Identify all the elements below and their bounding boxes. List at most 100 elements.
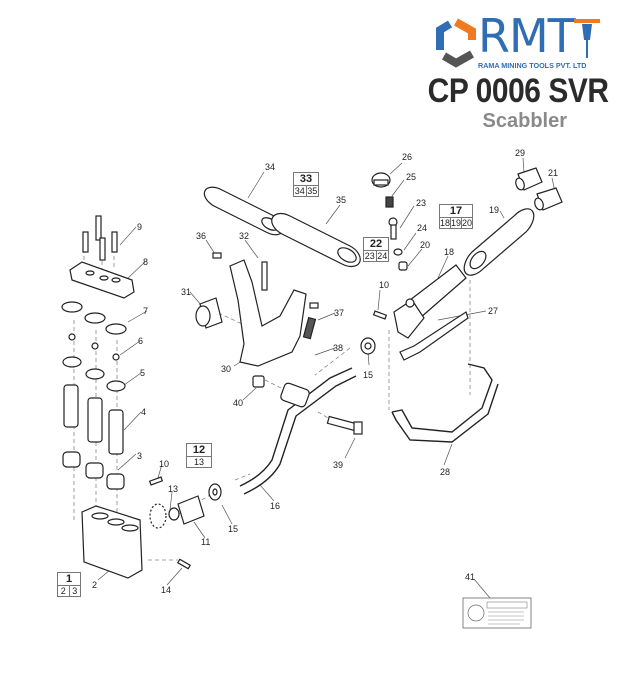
- callout-36: 36: [196, 231, 207, 241]
- callout-5: 5: [140, 368, 146, 378]
- kit-part: 3: [72, 586, 78, 596]
- callout-18: 18: [444, 247, 455, 257]
- kit-id: 17: [440, 205, 472, 218]
- leader-lines: [97, 157, 556, 599]
- washer-15-lower: [208, 483, 222, 501]
- pin-10-upper: [372, 310, 388, 320]
- jackhammer-icon: [574, 19, 600, 58]
- pin-10-lower: [148, 476, 164, 486]
- callout-7: 7: [143, 306, 149, 316]
- kit-id: 22: [364, 238, 388, 251]
- kit-box-12: 12 13: [186, 443, 212, 468]
- model-title: CP 0006 SVR: [428, 72, 609, 110]
- kit-id: 33: [294, 173, 318, 186]
- handle-18: [393, 264, 467, 339]
- callout-2: 2: [92, 580, 98, 590]
- callout-4: 4: [141, 407, 147, 417]
- callout-34: 34: [265, 162, 276, 172]
- callout-24: 24: [417, 223, 428, 233]
- screw-23: [388, 217, 398, 240]
- sleeve-19: [463, 208, 535, 276]
- washer-15-upper: [360, 337, 376, 355]
- plug-26: [371, 172, 391, 188]
- bushings-3: [62, 451, 125, 490]
- kit-part: 13: [193, 457, 204, 467]
- pipe-16: [239, 367, 357, 495]
- kit-part: 19: [451, 218, 463, 228]
- washer-24: [393, 248, 403, 256]
- kit-id: 1: [58, 573, 80, 586]
- orings-7: [61, 301, 127, 335]
- callout-6: 6: [138, 336, 144, 346]
- callout-27: 27: [488, 306, 499, 316]
- callout-25: 25: [406, 172, 417, 182]
- callout-15-upper: 15: [363, 370, 374, 380]
- bolt-39: [326, 415, 363, 435]
- bushing-20: [398, 261, 408, 271]
- balls-6: [68, 333, 120, 361]
- hexagon-logo-icon: [436, 18, 476, 68]
- label-plate-37: [302, 316, 317, 340]
- callout-13: 13: [168, 484, 179, 494]
- logo-text: RMT: [478, 9, 576, 63]
- callout-15-lower: 15: [228, 524, 239, 534]
- roller-31: [195, 297, 223, 329]
- screws-9: [82, 215, 118, 261]
- callout-11: 11: [201, 537, 211, 547]
- nut-21: [534, 187, 563, 211]
- callout-23: 23: [416, 198, 427, 208]
- clamp: [280, 382, 310, 408]
- cylinder-block-2: [81, 505, 143, 579]
- callout-19: 19: [489, 205, 500, 215]
- callout-26: 26: [402, 152, 413, 162]
- kit-part: 20: [462, 218, 473, 228]
- screw-37-bolt: [309, 302, 319, 309]
- washers-5: [62, 356, 126, 392]
- callout-41: 41: [465, 572, 476, 582]
- bracket-30: [229, 259, 307, 367]
- kit-part: 2: [58, 586, 70, 596]
- callout-20: 20: [420, 240, 431, 250]
- spring-25: [385, 196, 394, 208]
- callout-38: 38: [333, 343, 344, 353]
- callout-39: 39: [333, 460, 344, 470]
- bracket-28: [391, 363, 499, 443]
- callout-37: 37: [334, 308, 345, 318]
- dashed-assembly-lines: [73, 235, 471, 561]
- callout-30: 30: [221, 364, 232, 374]
- kit-part: 23: [364, 251, 377, 261]
- nut-29: [515, 167, 543, 191]
- lever-27: [399, 311, 469, 361]
- callout-16: 16: [270, 501, 281, 511]
- kit-part: 18: [440, 218, 452, 228]
- pistons-4: [63, 384, 124, 455]
- warning-label-41: [462, 597, 532, 629]
- grip-35: [271, 212, 361, 268]
- oring-13: [149, 503, 167, 529]
- bolt-32: [261, 261, 268, 291]
- kit-part: 24: [377, 251, 388, 261]
- grip-34: [203, 186, 285, 236]
- nut-40: [252, 375, 265, 388]
- kit-part: 34: [294, 186, 307, 196]
- product-subtitle: Scabbler: [482, 110, 567, 132]
- company-name: RAMA MINING TOOLS PVT. LTD: [478, 61, 587, 70]
- fitting-11: [168, 495, 205, 525]
- callout-31: 31: [181, 287, 192, 297]
- company-logo: RMT RAMA MINING TOOLS PVT. LTD: [434, 10, 604, 72]
- callout-9: 9: [137, 222, 143, 232]
- callout-21: 21: [548, 168, 559, 178]
- kit-id: 12: [187, 444, 211, 457]
- callout-32: 32: [239, 231, 250, 241]
- callout-29: 29: [515, 148, 526, 158]
- callout-8: 8: [143, 257, 149, 267]
- callout-40: 40: [233, 398, 244, 408]
- callout-28: 28: [440, 467, 451, 477]
- plate-8: [69, 261, 135, 299]
- callout-3: 3: [137, 451, 143, 461]
